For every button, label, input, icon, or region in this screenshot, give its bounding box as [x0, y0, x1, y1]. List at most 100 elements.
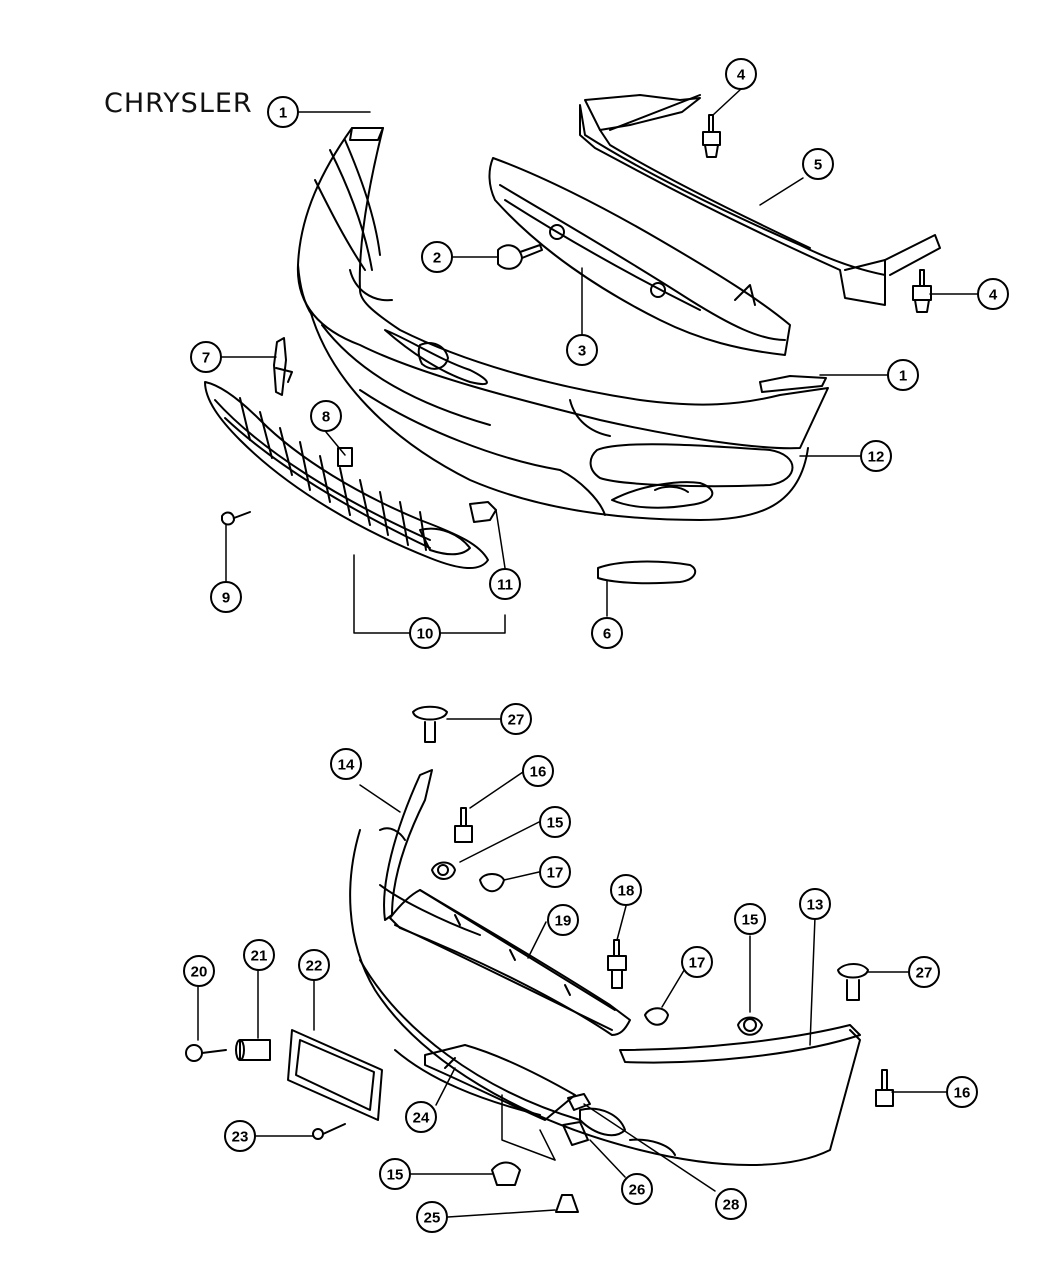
- callout-18: 18: [618, 883, 635, 900]
- callout-circle-12: [860, 440, 892, 472]
- callout-circle-1b: [887, 359, 919, 391]
- retainer-17-lower: [644, 1007, 669, 1026]
- leader-lines: [197, 88, 979, 1218]
- callout-circle-18: [610, 874, 642, 906]
- callout-circle-22: [298, 949, 330, 981]
- fog-lamp-cover-6: [597, 560, 697, 585]
- bumper-reinforcement-19: [389, 889, 631, 1036]
- valance-24: [424, 1044, 576, 1121]
- grille-10: [204, 381, 489, 570]
- callout-circle-4b: [977, 278, 1009, 310]
- callout-4b: 4: [989, 287, 998, 304]
- callout-17a: 17: [547, 865, 564, 882]
- callout-10: 10: [417, 626, 434, 643]
- front-fascia-upper: [296, 127, 829, 521]
- screw-9: [221, 511, 251, 526]
- callout-circle-13: [799, 888, 831, 920]
- callout-14: 14: [338, 757, 355, 774]
- callout-circle-17a: [539, 856, 571, 888]
- callout-16b: 16: [954, 1085, 971, 1102]
- support-bracket-13: [619, 1024, 861, 1064]
- callout-circle-25: [416, 1201, 448, 1233]
- support-bracket-14: [379, 769, 433, 921]
- screw-23: [312, 1123, 346, 1140]
- callout-7: 7: [202, 350, 210, 367]
- callout-circle-11: [489, 568, 521, 600]
- callout-circles: [183, 58, 1009, 1233]
- callout-5: 5: [814, 157, 822, 174]
- retainer-17-upper: [479, 873, 505, 893]
- callout-circle-15a: [539, 806, 571, 838]
- callout-circle-7: [190, 341, 222, 373]
- callout-circle-6: [591, 617, 623, 649]
- callout-20: 20: [191, 964, 208, 981]
- nut-25: [555, 1194, 579, 1213]
- energy-absorber: [488, 157, 791, 356]
- callout-13: 13: [807, 897, 824, 914]
- reinforcement-beam: [579, 94, 941, 306]
- brand-title: CHRYSLER: [104, 88, 253, 119]
- pushpin-27-upper: [412, 705, 448, 743]
- callout-circle-2: [421, 241, 453, 273]
- clip-11: [469, 501, 497, 523]
- bracket-26: [562, 1121, 589, 1146]
- callout-28: 28: [723, 1197, 740, 1214]
- callout-23: 23: [232, 1129, 249, 1146]
- callout-15a: 15: [547, 815, 564, 832]
- bolt-4-lower: [912, 269, 932, 313]
- callout-circle-20: [183, 955, 215, 987]
- pushpin-27-lower: [837, 963, 869, 1001]
- clip-28: [567, 1093, 591, 1111]
- callout-circle-1a: [267, 96, 299, 128]
- callout-circle-9: [210, 581, 242, 613]
- clip-15-bottom: [491, 1161, 521, 1186]
- callout-15c: 15: [387, 1167, 404, 1184]
- bolt-16-lower: [875, 1069, 894, 1107]
- callout-circle-28: [715, 1188, 747, 1220]
- callout-15b: 15: [742, 912, 759, 929]
- callout-12: 12: [868, 449, 885, 466]
- callout-8: 8: [322, 409, 330, 426]
- callout-24: 24: [413, 1110, 430, 1127]
- callout-circle-24: [405, 1101, 437, 1133]
- callout-circle-19: [547, 904, 579, 936]
- callout-11: 11: [497, 577, 513, 594]
- callout-circle-8: [310, 400, 342, 432]
- pushpin-2: [497, 244, 543, 270]
- callout-27a: 27: [508, 712, 525, 729]
- callout-16a: 16: [530, 764, 547, 781]
- screw-20: [185, 1044, 227, 1062]
- callout-27b: 27: [916, 965, 933, 982]
- clip-15-mid: [737, 1016, 763, 1036]
- bracket-7: [273, 337, 293, 396]
- callout-1b: 1: [899, 368, 907, 385]
- callout-circle-5: [802, 148, 834, 180]
- license-plate-bracket-22: [287, 1029, 383, 1121]
- callout-19: 19: [555, 913, 572, 930]
- callout-circle-26: [621, 1173, 653, 1205]
- callout-9: 9: [222, 590, 230, 607]
- callout-circle-17b: [681, 946, 713, 978]
- callout-3: 3: [578, 343, 586, 360]
- callout-circle-14: [330, 748, 362, 780]
- callout-1a: 1: [279, 105, 287, 122]
- callout-circle-15b: [734, 903, 766, 935]
- front-fascia-lower: [349, 829, 861, 1166]
- clip-15-upper: [431, 861, 456, 880]
- callout-circle-27b: [908, 956, 940, 988]
- callout-22: 22: [306, 958, 323, 975]
- nut-21: [235, 1039, 271, 1061]
- callout-circle-4a: [725, 58, 757, 90]
- callout-21: 21: [251, 948, 268, 965]
- callout-circle-27a: [500, 703, 532, 735]
- callout-circle-15c: [379, 1158, 411, 1190]
- callout-6: 6: [603, 626, 611, 643]
- callout-4a: 4: [737, 67, 746, 84]
- bolt-4-upper: [702, 114, 721, 158]
- callout-17b: 17: [689, 955, 706, 972]
- bolt-16-upper: [454, 807, 473, 843]
- callout-circle-21: [243, 939, 275, 971]
- callout-circle-23: [224, 1120, 256, 1152]
- callout-25: 25: [424, 1210, 441, 1227]
